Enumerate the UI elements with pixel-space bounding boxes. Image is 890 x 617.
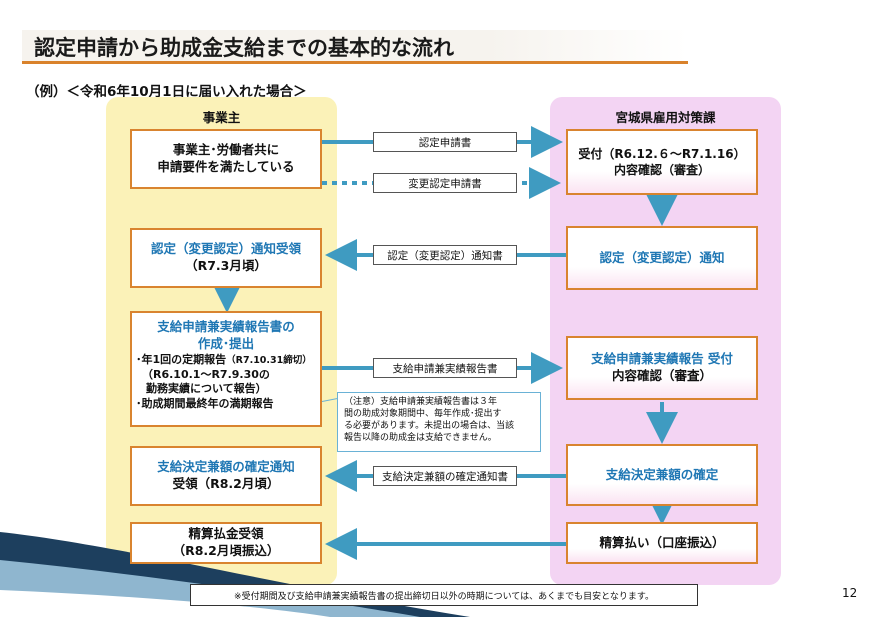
note-line4: 報告以降の助成金は支給できません。 <box>344 432 497 443</box>
box-decision-receipt: 支給決定兼額の確定通知 受領（R8.2月頃） <box>130 446 322 506</box>
notice-receipt-line1: 認定（変更認定）通知受領 <box>150 241 301 257</box>
page-subtitle: （例）＜令和6年10月1日に届い入れた場合＞ <box>26 84 307 100</box>
report-acceptance-line1: 支給申請兼実績報告 受付 <box>591 351 733 367</box>
acceptance-line2: 内容確認（審査） <box>613 163 710 177</box>
box-notice: 認定（変更認定）通知 <box>566 226 758 290</box>
doc-label-report: 支給申請兼実績報告書 <box>373 358 517 378</box>
decision-receipt-line1: 支給決定兼額の確定通知 <box>157 459 295 475</box>
notice-receipt-line2: （R7.3月頃） <box>185 258 267 273</box>
box-payment-receipt: 精算払金受領 （R8.2月頃振込） <box>130 522 322 564</box>
report-item1: ･年1回の定期報告（R7.10.31締切） <box>132 353 320 368</box>
payment-line1: 精算払い（口座振込） <box>599 534 725 550</box>
caution-note: （注意）支給申請兼実績報告書は３年 間の助成対象期間中、毎年作成･提出す る必要… <box>337 392 541 452</box>
footnote: ※受付期間及び支給申請兼実績報告書の提出締切日以外の時期については、あくまでも目… <box>190 584 698 606</box>
requirements-line1: 事業主･労働者共に <box>172 142 280 158</box>
report-heading1: 支給申請兼実績報告書の <box>157 319 295 334</box>
office-column-heading: 宮城県雇用対策課 <box>615 110 716 125</box>
report-item2: （R6.10.1～R7.9.30の <box>142 367 270 381</box>
doc-label-decision: 支給決定兼額の確定通知書 <box>373 466 517 486</box>
report-item3: 勤務実績について報告） <box>146 382 267 396</box>
box-notice-receipt: 認定（変更認定）通知受領 （R7.3月頃） <box>130 228 322 288</box>
decision-line1: 支給決定兼額の確定 <box>605 466 719 482</box>
requirements-line2: 申請要件を満たしている <box>157 159 295 174</box>
box-requirements-met: 事業主･労働者共に 申請要件を満たしている <box>130 129 322 189</box>
decision-receipt-line2: 受領（R8.2月頃） <box>172 476 280 491</box>
acceptance-line1: 受付（R6.12.６～R7.1.16） <box>578 146 746 161</box>
box-payment: 精算払い（口座振込） <box>566 522 758 564</box>
report-heading2: 作成･提出 <box>197 335 255 351</box>
payment-receipt-line1: 精算払金受領 <box>188 526 264 542</box>
notice-line1: 認定（変更認定）通知 <box>599 249 725 265</box>
title-bar: 認定申請から助成金支給までの基本的な流れ <box>22 30 688 64</box>
report-item4: ･助成期間最終年の満期報告 <box>136 397 274 411</box>
employer-column-heading: 事業主 <box>202 110 241 125</box>
note-line1: （注意）支給申請兼実績報告書は３年 <box>344 397 498 407</box>
decor-shape-white <box>0 590 330 617</box>
box-acceptance: 受付（R6.12.６～R7.1.16） 内容確認（審査） <box>566 129 758 195</box>
report-item1-deadline: （R7.10.31締切） <box>226 354 312 366</box>
box-report-creation: 支給申請兼実績報告書の 作成･提出 ･年1回の定期報告（R7.10.31締切） … <box>130 311 322 427</box>
doc-label-change-application: 変更認定申請書 <box>373 173 517 193</box>
box-report-acceptance: 支給申請兼実績報告 受付 内容確認（審査） <box>566 336 758 400</box>
note-line2: 間の助成対象期間中、毎年作成･提出す <box>344 408 502 419</box>
note-line3: る必要があります。未提出の場合は、当該 <box>344 420 515 431</box>
doc-label-notice: 認定（変更認定）通知書 <box>373 245 517 265</box>
box-decision: 支給決定兼額の確定 <box>566 444 758 506</box>
page-number: 12 <box>842 586 858 600</box>
doc-label-application: 認定申請書 <box>373 132 517 152</box>
page-title: 認定申請から助成金支給までの基本的な流れ <box>34 36 454 60</box>
payment-receipt-line2: （R8.2月頃振込） <box>172 543 280 558</box>
report-item1-main: ･年1回の定期報告 <box>136 352 227 366</box>
report-acceptance-line2: 内容確認（審査） <box>611 368 712 383</box>
